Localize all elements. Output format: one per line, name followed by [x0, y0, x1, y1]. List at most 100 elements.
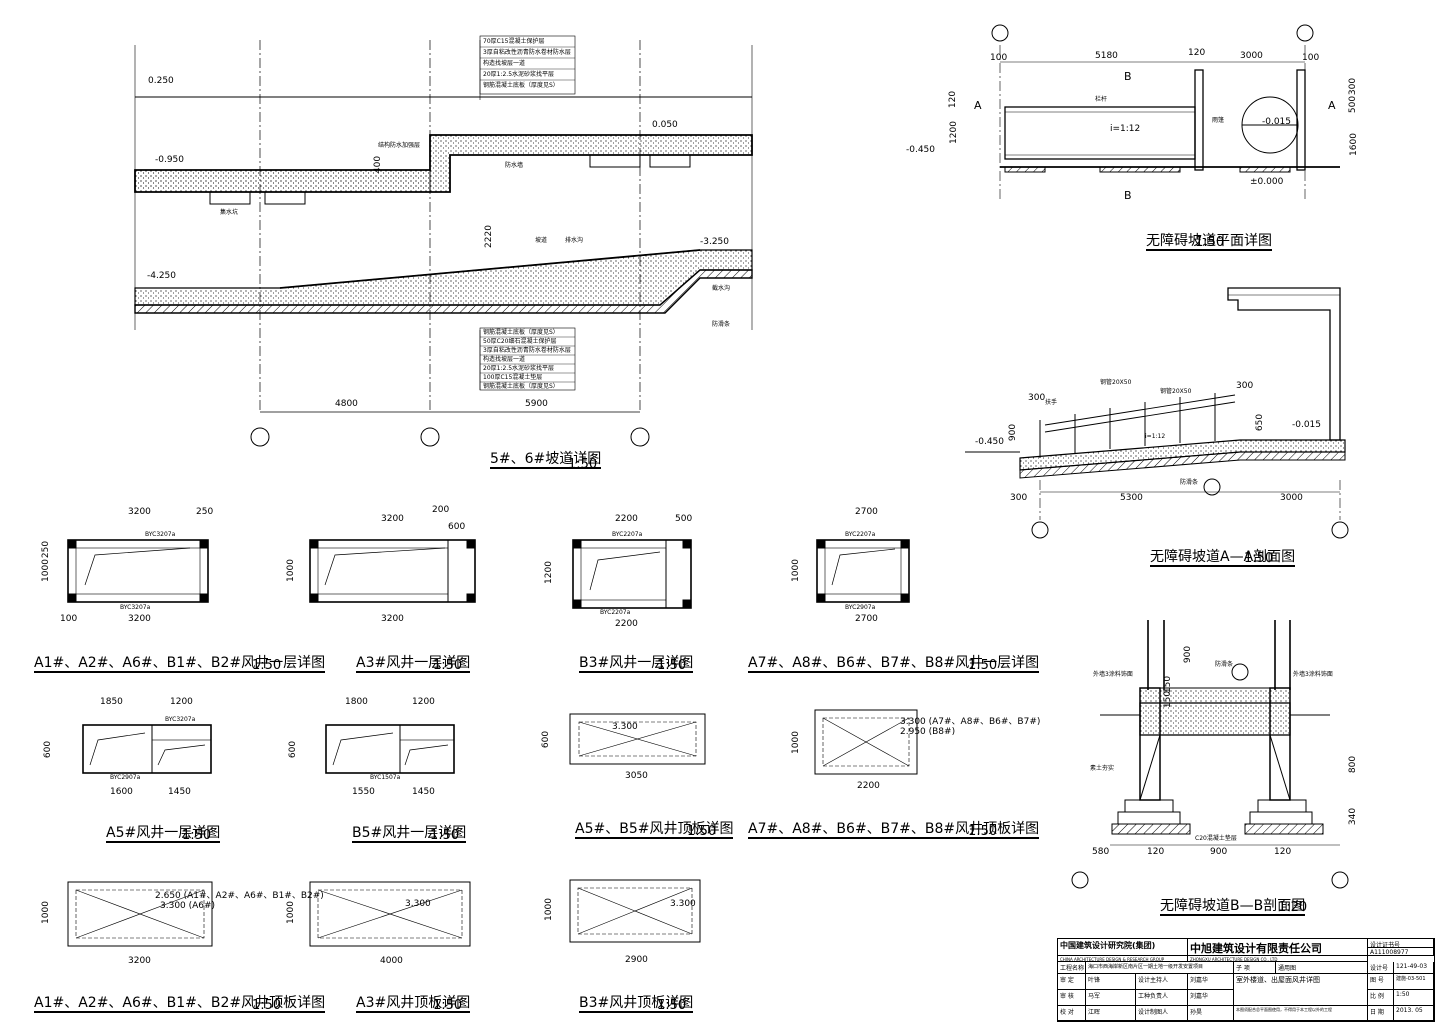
drawing-name: 室外楼道、出屋面风井详图	[1234, 974, 1368, 1006]
dimension-text: 1850	[100, 697, 123, 707]
dimension-text: 250	[41, 540, 52, 559]
callout-label: 栏杆	[1095, 96, 1108, 103]
dimension-text: 1550	[352, 787, 375, 797]
dimension-text: 5900	[525, 399, 548, 409]
dimension-text: 300	[1028, 393, 1046, 403]
level-label: 2.950 (B8#)	[900, 727, 956, 737]
callout-label: 结构防水加强层	[378, 142, 421, 149]
org-primary: 中国建筑设计研究院(集团)	[1058, 939, 1188, 956]
shaft-title: B3#风井一层详图	[579, 655, 694, 673]
callout-label: 排水沟	[565, 237, 584, 244]
dimension-text: 2200	[857, 781, 880, 791]
ramp-bb-title: 无障碍坡道B—B剖面图	[1160, 898, 1306, 916]
slope-label: i=1:12	[1110, 124, 1141, 134]
callout-label: 集水坑	[220, 209, 239, 216]
level-label: 3.300	[670, 899, 696, 909]
dimension-text: 400	[373, 155, 384, 174]
section-mark: B	[1124, 189, 1132, 202]
scale-value: 1:50	[1394, 990, 1434, 1006]
window-tag: BYC3207a	[120, 604, 151, 611]
layer-note: 钢筋混凝土底板（厚度见S）	[483, 329, 559, 336]
project-label: 工程名称	[1058, 962, 1086, 974]
layer-note: 50厚C20细石混凝土保护层	[483, 338, 557, 345]
level-label: 2.650 (A1#、A2#、A6#、B1#、B2#)	[155, 891, 324, 901]
dimension-text: 3200	[381, 614, 404, 624]
dimension-text: 1000	[790, 559, 801, 582]
shaft-row2-lines	[82, 709, 918, 775]
shaft-title: B5#风井一层详图	[352, 825, 467, 843]
layer-note: 构造找坡层一道	[483, 60, 526, 67]
role-label: 校 对	[1058, 1006, 1086, 1021]
role-label: 设计主持人	[1136, 974, 1188, 990]
dimension-text: 1450	[168, 787, 191, 797]
callout-label: 防滑条	[1180, 479, 1199, 486]
design-no-label: 设计号	[1368, 962, 1394, 974]
cert-number: A111008977	[1368, 948, 1434, 956]
dimension-text: 1000	[543, 898, 554, 921]
level-label: -0.015	[1262, 117, 1292, 127]
dimension-text: 5180	[1095, 51, 1118, 61]
dimension-text: 1200	[170, 697, 193, 707]
dimension-text: 5300	[1120, 493, 1143, 503]
layer-note: 钢筋混凝土底板（厚度见S）	[483, 383, 559, 390]
title-block: 中国建筑设计研究院(集团) 中旭建筑设计有限责任公司 设计证书号 A111008…	[1057, 938, 1435, 1022]
dimension-text: 1800	[345, 697, 368, 707]
dimension-text: 3200	[128, 507, 151, 517]
dimension-text: 250	[196, 507, 214, 517]
level-label: -0.450	[975, 437, 1005, 447]
layer-note: 20厚1:2.5水泥砂浆找平层	[483, 71, 555, 78]
dimension-text: 2900	[625, 955, 648, 965]
dimension-text: 4000	[380, 956, 403, 966]
window-tag: BYC2907a	[110, 774, 141, 781]
shaft-title: B3#风井顶板详图	[579, 995, 694, 1013]
dimension-text: 500	[1348, 95, 1359, 114]
layer-note: 100厚C15混凝土垫层	[483, 374, 543, 381]
role-name: 孙昊	[1188, 1006, 1234, 1021]
level-label: 3.300	[405, 899, 431, 909]
window-tag: BYC2207a	[845, 531, 876, 538]
callout-label: 防水墙	[505, 162, 524, 169]
callout-label: C20混凝土垫层	[1195, 835, 1237, 842]
project-name: 海口市西海岸新区南片区一期土地一级开发安置项目	[1086, 962, 1234, 974]
level-label: -0.450	[906, 145, 936, 155]
shaft-scale: 1:50	[687, 824, 717, 839]
dimension-text: 500	[675, 514, 693, 524]
shaft-title: A7#、A8#、B6#、B7#、B8#风井一层详图	[748, 655, 1040, 673]
ramp-plan-scale: 1:50	[1195, 235, 1225, 250]
dimension-text: 600	[43, 740, 54, 759]
dimension-text: 2200	[615, 514, 638, 524]
dimension-text: 3050	[625, 771, 648, 781]
dimension-text: 100	[1302, 53, 1320, 63]
shaft-title: A3#风井一层详图	[356, 655, 471, 673]
shaft-title: A7#、A8#、B6#、B7#、B8#风井顶板详图	[748, 821, 1040, 839]
dimension-text: 1000	[40, 901, 51, 924]
level-label: -4.250	[147, 271, 177, 281]
window-tag: BYC1507a	[370, 774, 401, 781]
dimension-text: 900	[1210, 847, 1228, 857]
subitem-label: 子 项	[1234, 962, 1276, 974]
section-56-lines	[134, 35, 753, 447]
window-tag: BYC3207a	[145, 531, 176, 538]
level-label: ±0.000	[1250, 177, 1284, 187]
dimension-text: 3000	[1280, 493, 1303, 503]
shaft-title: A5#风井一层详图	[106, 825, 221, 843]
role-label: 设计制图人	[1136, 1006, 1188, 1021]
dimension-text: 1000	[790, 731, 801, 754]
dimension-text: 800	[1348, 755, 1359, 774]
dimension-text: 4800	[335, 399, 358, 409]
dimension-text: 1200	[543, 561, 554, 584]
shaft-scale: 1:50	[430, 828, 460, 843]
subitem-value: 通用图	[1276, 962, 1368, 974]
shaft-title: A1#、A2#、A6#、B1#、B2#风井一层详图	[34, 655, 326, 673]
dimension-text: 120	[1274, 847, 1292, 857]
shaft-scale: 1:50	[252, 998, 282, 1013]
dimension-text: 120	[948, 90, 959, 109]
dimension-text: 120	[1188, 48, 1206, 58]
level-label: 3.300 (A7#、A8#、B6#、B7#)	[900, 717, 1041, 727]
dimension-text: 900	[1183, 645, 1194, 664]
shaft-row1-lines	[67, 539, 910, 609]
dimension-text: 2220	[483, 225, 494, 248]
dimension-text: 580	[1092, 847, 1110, 857]
layer-note: 3厚自粘改性沥青防水卷材防水层	[483, 49, 571, 56]
date-value: 2013. 05	[1394, 1006, 1434, 1021]
